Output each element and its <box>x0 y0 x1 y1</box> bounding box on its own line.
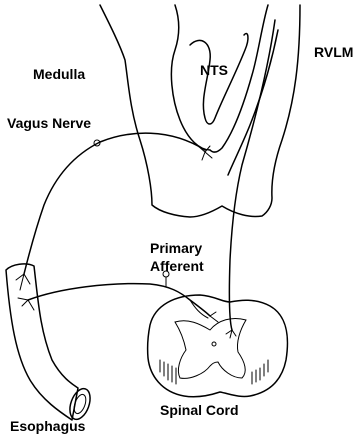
medulla-outline <box>100 5 300 217</box>
label-rvlm: RVLM <box>314 44 353 60</box>
primary-afferent-fiber <box>28 284 210 316</box>
label-medulla: Medulla <box>33 66 85 82</box>
esophagus-tube <box>6 264 78 420</box>
label-spinal-cord: Spinal Cord <box>160 402 239 418</box>
esophagus-lumen <box>66 386 94 422</box>
central-canal <box>212 342 216 346</box>
spinal-synapse <box>226 330 236 338</box>
nts-inner-loop <box>190 33 248 124</box>
esophageal-endings <box>16 274 34 310</box>
nts-terminal-branches <box>198 146 212 160</box>
label-primary: Primary <box>150 240 202 256</box>
label-nts: NTS <box>200 62 228 78</box>
label-esophagus: Esophagus <box>10 418 85 434</box>
spinal-gray-matter <box>175 318 246 378</box>
label-vagus-nerve: Vagus Nerve <box>7 115 91 131</box>
spinal-hatching <box>160 360 268 384</box>
label-afferent: Afferent <box>150 258 204 274</box>
nts-right-lobe <box>210 5 268 152</box>
spinal-cord-outline <box>148 295 288 397</box>
descending-axon <box>229 20 275 330</box>
